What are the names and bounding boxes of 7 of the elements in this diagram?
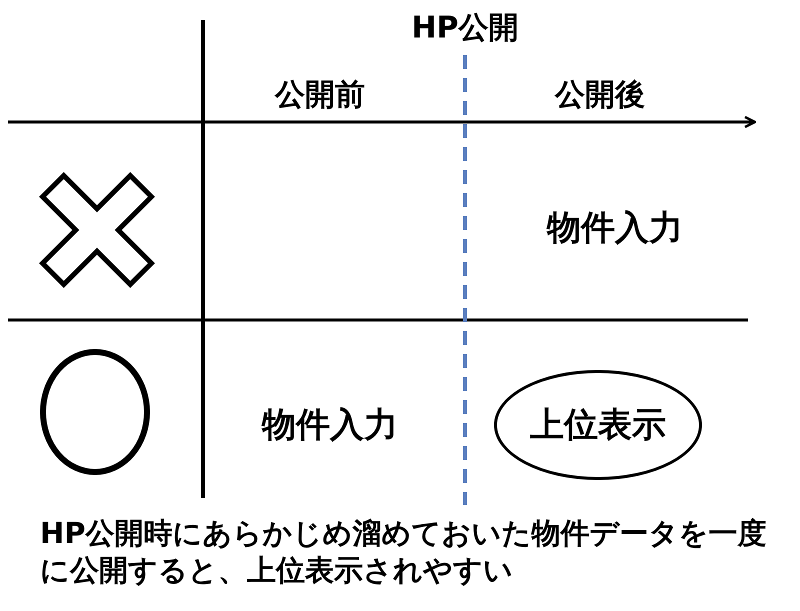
column-heading: 公開前	[275, 76, 365, 114]
cell-text: 物件入力	[262, 404, 398, 447]
caption: HP公開時にあらかじめ溜めておいた物件データを一度に公開すると、上位表示されやすい	[40, 515, 768, 589]
column-heading: 公開後	[555, 76, 645, 114]
result-ellipse: 上位表示	[494, 370, 702, 480]
milestone-label: HP公開	[411, 10, 519, 48]
cell-text: 物件入力	[547, 207, 683, 250]
